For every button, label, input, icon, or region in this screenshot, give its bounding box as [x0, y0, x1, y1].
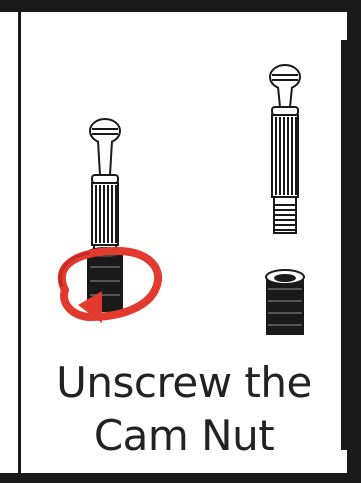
- caption-line-1: Unscrew the: [24, 357, 344, 409]
- bottom-border: [0, 473, 361, 483]
- cam-nut-icon: [266, 270, 304, 335]
- unscrew-illustration: [30, 55, 330, 350]
- left-border: [18, 12, 21, 473]
- top-border: [0, 0, 361, 12]
- cam-bolt-assembled-icon: [88, 119, 122, 311]
- right-border: [347, 12, 361, 473]
- caption-line-2: Cam Nut: [24, 410, 344, 462]
- cam-bolt-separated-icon: [270, 65, 300, 233]
